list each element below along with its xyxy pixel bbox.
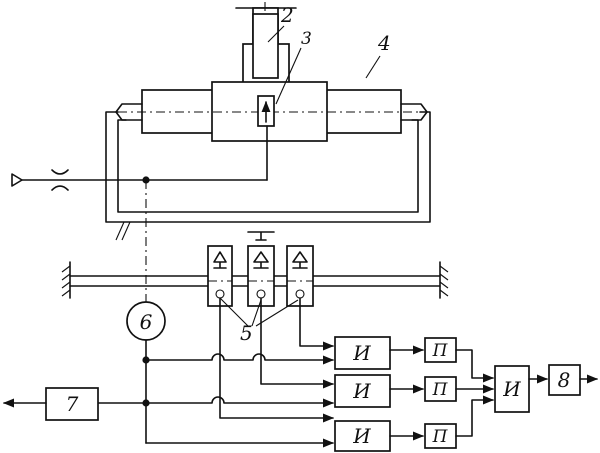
integrator-2-label: И: [352, 379, 371, 403]
conv3-to-combiner: [455, 395, 495, 437]
gauge1-to-int3: [219, 297, 335, 423]
supply-source-icon: [11, 173, 23, 187]
callout-4: 4: [377, 31, 391, 55]
frame-inner: [117, 119, 419, 213]
gauge-1: [207, 245, 233, 307]
converter-2-label: П: [432, 380, 449, 400]
callout-5: 5: [240, 321, 253, 345]
rail-left-hatch: [61, 265, 71, 297]
ref-to-int2: [145, 396, 335, 408]
gauge-2: [247, 245, 275, 307]
integrator-2: [334, 374, 391, 408]
sensor-rail: [61, 231, 449, 307]
frame-outer: [105, 111, 431, 223]
callout-4-leader: [365, 55, 381, 79]
integrator-1-label: И: [352, 341, 371, 365]
gauge-2-icon: [253, 251, 269, 269]
gauge-3: [286, 245, 314, 307]
block-7: [45, 387, 99, 421]
block-7-label: 7: [66, 392, 79, 416]
callout-5-leaders: [219, 297, 299, 327]
callout-3-leader: [275, 47, 302, 105]
column-inner: [252, 13, 279, 79]
gauge-3-icon: [292, 251, 308, 269]
combiner-block: [494, 365, 530, 413]
integrator-3: [334, 420, 391, 452]
integrator-1: [334, 336, 391, 370]
upper-assembly: [105, 2, 431, 241]
conv1-to-combiner: [455, 349, 495, 383]
gauge3-to-int1: [299, 297, 335, 351]
converter-3-label: П: [432, 427, 449, 447]
rail-right-hatch: [439, 265, 449, 297]
generator-6-label: 6: [140, 310, 153, 334]
block-8: [548, 364, 581, 396]
gauge-2-mount: [247, 231, 275, 241]
callout-2: 2: [280, 3, 294, 27]
integrator-3-label: И: [352, 424, 371, 448]
throttle-icon-bottom: [51, 185, 69, 191]
frame-hatch-2: [121, 221, 131, 241]
gauge2-to-int2: [260, 297, 335, 389]
throttle-icon-top: [51, 169, 69, 175]
converter-1-label: П: [432, 341, 449, 361]
block-8-label: 8: [558, 368, 571, 392]
ref-to-int1: [145, 353, 335, 365]
frame-hatch-1: [115, 221, 125, 241]
gauge-1-icon: [213, 251, 227, 269]
callout-2-leader: [267, 25, 285, 43]
callout-3: 3: [301, 29, 312, 49]
combiner-label: И: [502, 377, 521, 401]
